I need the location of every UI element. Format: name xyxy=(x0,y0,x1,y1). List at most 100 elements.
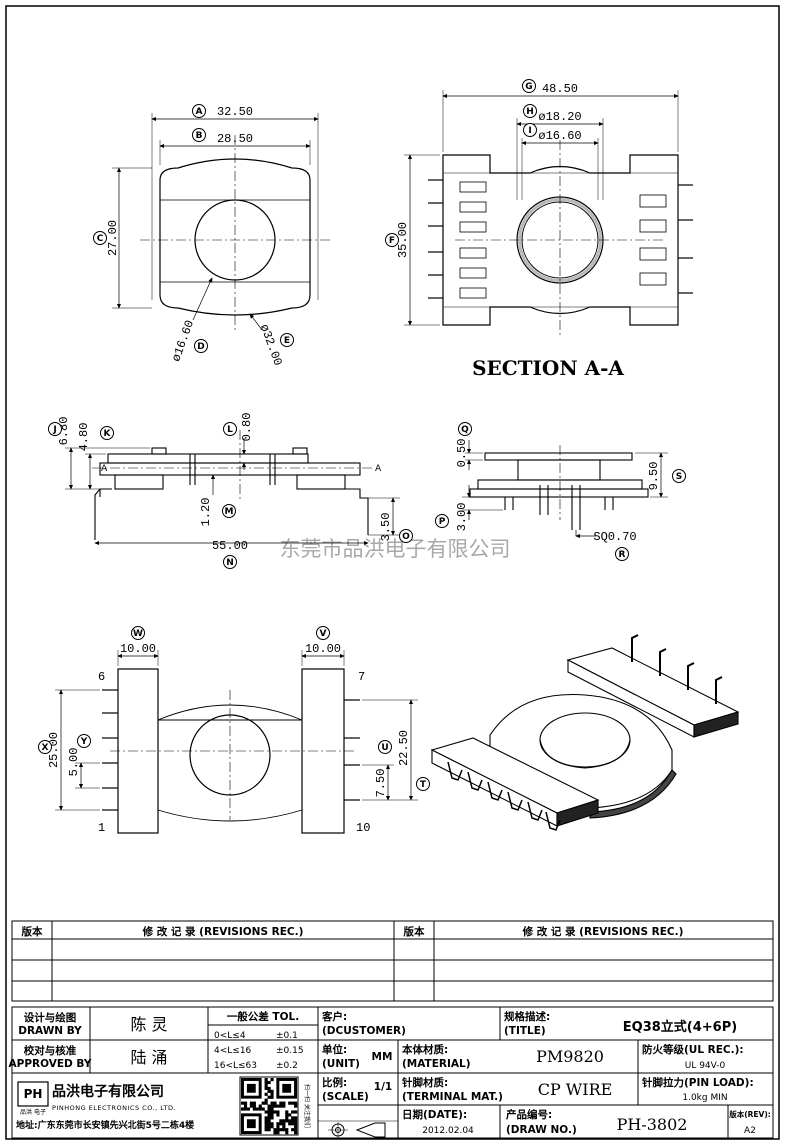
tol-value-2: ±0.15 xyxy=(276,1046,304,1056)
svg-text:B: B xyxy=(196,131,203,141)
projection-symbol-icon xyxy=(328,1122,386,1138)
svg-text:S: S xyxy=(676,472,682,482)
marker-a: A xyxy=(192,104,206,118)
svg-text:E: E xyxy=(284,336,290,346)
svg-text:V: V xyxy=(320,629,327,639)
terminal-label-en: (TERMINAL MAT.) xyxy=(402,1091,503,1103)
rev-col-rec-right: 修 改 记 录 (REVISIONS REC.) xyxy=(522,925,684,938)
tol-range-1: 0<L≤4 xyxy=(214,1031,246,1041)
marker-r: R xyxy=(615,547,629,561)
rev-col-rec-left: 修 改 记 录 (REVISIONS REC.) xyxy=(142,925,304,938)
marker-q: Q xyxy=(458,422,472,436)
svg-text:W: W xyxy=(133,629,143,639)
customer-label-en: (DCUSTOMER) xyxy=(322,1025,406,1037)
designer-label-en: DRAWN BY xyxy=(18,1025,82,1037)
marker-w: W xyxy=(131,626,145,640)
title-block-grid xyxy=(11,1006,774,1139)
svg-text:J: J xyxy=(52,425,56,435)
marker-h: H xyxy=(523,104,537,118)
dim-s: 9.50 xyxy=(647,462,661,491)
dim-t: 22.50 xyxy=(397,730,411,766)
date-label: 日期(DATE): xyxy=(402,1108,467,1121)
dim-a: 32.50 xyxy=(217,105,253,119)
dim-n: 55.00 xyxy=(212,539,248,553)
date-value: 2012.02.04 xyxy=(422,1126,474,1136)
marker-y: Y xyxy=(77,734,91,748)
svg-text:C: C xyxy=(97,234,104,244)
designer-label: 设计与绘图 xyxy=(24,1011,77,1024)
svg-text:Q: Q xyxy=(461,425,469,435)
pin-10-label: 10 xyxy=(356,821,370,835)
scale-label-en: (SCALE) xyxy=(322,1091,369,1103)
material-value: PM9820 xyxy=(536,1047,604,1066)
company-address: 地址:广东东莞市长安镇先兴北街5号二栋4楼 xyxy=(16,1119,194,1131)
logo-text: PH xyxy=(24,1087,43,1101)
marker-c: C xyxy=(93,231,107,245)
unit-label: 单位: xyxy=(322,1043,347,1056)
dim-b: 28.50 xyxy=(217,132,253,146)
marker-m: M xyxy=(222,504,236,518)
svg-text:N: N xyxy=(226,558,234,568)
qr-code xyxy=(239,1076,299,1136)
pin-6-label: 6 xyxy=(98,670,105,684)
isometric-view xyxy=(430,634,740,831)
marker-x: X xyxy=(38,740,52,754)
title-label: 规格描述: xyxy=(504,1010,550,1023)
title-value: EQ38立式(4+6P) xyxy=(623,1019,737,1035)
marker-p: P xyxy=(435,514,449,528)
svg-text:O: O xyxy=(402,532,410,542)
dim-o: 3.50 xyxy=(379,513,393,542)
material-label-en: (MATERIAL) xyxy=(402,1058,471,1070)
svg-text:H: H xyxy=(526,107,534,117)
svg-text:U: U xyxy=(381,743,388,753)
dim-c: 27.00 xyxy=(106,220,120,256)
tol-value-3: ±0.2 xyxy=(276,1061,298,1071)
qr-side-text: 扫一扫 关注我们 xyxy=(303,1084,311,1128)
svg-text:P: P xyxy=(439,517,446,527)
designer-name: 陈 灵 xyxy=(130,1015,167,1034)
dim-d: ø16.60 xyxy=(169,318,197,363)
pin-7-label: 7 xyxy=(358,670,365,684)
svg-text:T: T xyxy=(420,780,427,790)
front-view xyxy=(462,440,668,539)
svg-text:G: G xyxy=(525,82,532,92)
dim-e: ø32.00 xyxy=(257,322,285,367)
ul-label: 防火等级(UL REC.): xyxy=(642,1043,744,1056)
marker-s: S xyxy=(672,469,686,483)
ul-value: UL 94V-0 xyxy=(685,1061,726,1071)
tol-value-1: ±0.1 xyxy=(276,1031,298,1041)
svg-text:D: D xyxy=(197,342,204,352)
checker-label-en: APPROVED BY xyxy=(9,1058,92,1070)
checker-label: 校对与核准 xyxy=(24,1044,77,1057)
rev-value: A2 xyxy=(744,1126,756,1136)
dim-v: 10.00 xyxy=(305,642,341,656)
scale-value: 1/1 xyxy=(374,1081,392,1093)
marker-j: J xyxy=(48,422,62,436)
marker-o: O xyxy=(399,529,413,543)
svg-text:I: I xyxy=(528,126,531,136)
marker-b: B xyxy=(192,128,206,142)
company-name: 品洪电子有限公司 xyxy=(52,1083,164,1100)
logo-subtext: 品洪 电子 xyxy=(20,1108,46,1116)
watermark: 东莞市品洪电子有限公司 xyxy=(280,537,511,561)
marker-g: G xyxy=(522,79,536,93)
unit-value: MM xyxy=(372,1051,393,1063)
svg-text:L: L xyxy=(227,425,233,435)
dim-k: 4.80 xyxy=(77,423,91,452)
terminal-value: CP WIRE xyxy=(538,1080,613,1099)
dim-i: ø16.60 xyxy=(538,129,581,143)
revision-table xyxy=(11,920,774,1002)
marker-u: U xyxy=(378,740,392,754)
svg-text:R: R xyxy=(619,550,626,560)
drawno-value: PH-3802 xyxy=(617,1115,688,1134)
tol-range-3: 16<L≤63 xyxy=(214,1061,257,1071)
marker-f: F xyxy=(385,233,399,247)
sheet-border xyxy=(5,5,780,1140)
pin-1-label: 1 xyxy=(98,821,105,835)
marker-e: E xyxy=(280,333,294,347)
svg-text:F: F xyxy=(389,236,395,246)
marker-d: D xyxy=(194,339,208,353)
marker-v: V xyxy=(316,626,330,640)
pinload-value: 1.0kg MIN xyxy=(682,1093,727,1103)
